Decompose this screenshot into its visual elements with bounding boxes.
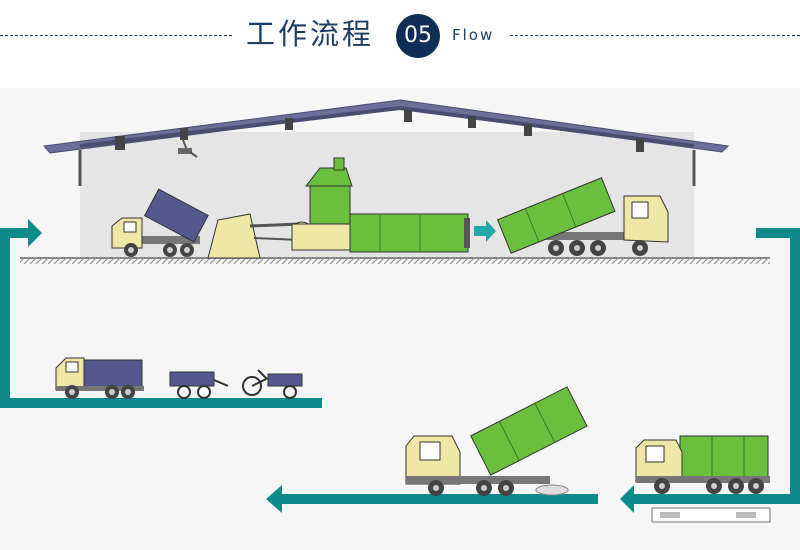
- overhead-crane-icon: [178, 139, 198, 158]
- page-title: 工作流程: [246, 17, 375, 51]
- roof-bracket: [524, 124, 532, 136]
- roof-bracket: [404, 110, 412, 122]
- dump-truck-icon: [111, 188, 209, 257]
- tricycle-cart-icon: [242, 369, 303, 399]
- roof-bracket: [115, 136, 125, 150]
- flow-arrow-icon: [474, 220, 496, 242]
- dumped-waste: [535, 484, 569, 496]
- weighbridge: [651, 507, 771, 523]
- compactor-container: [349, 213, 469, 253]
- hook-lift-truck-icon: [496, 177, 669, 256]
- feed-hopper: [207, 213, 261, 259]
- roof-bracket: [285, 118, 293, 130]
- hook-lift-truck-icon: [635, 435, 771, 523]
- page-subtitle: Flow: [452, 26, 495, 44]
- flow-arrow-icon: [266, 485, 598, 513]
- roof-bracket: [468, 116, 476, 128]
- dump-truck-icon: [55, 357, 144, 399]
- building-roof: [43, 99, 730, 154]
- header-divider-left: [0, 35, 232, 36]
- compactor-machine-icon: [207, 157, 470, 259]
- hand-cart-icon: [169, 371, 229, 399]
- flow-arrow-icon: [620, 228, 800, 513]
- hook-lift-truck-icon: [405, 386, 588, 496]
- step-number-badge: 05: [396, 14, 440, 58]
- roof-bracket: [180, 128, 188, 140]
- ground-hatch: [20, 258, 770, 264]
- flow-arrow-icon: [0, 219, 322, 408]
- header-divider-right: [510, 35, 800, 36]
- roof-bracket: [636, 138, 644, 152]
- compactor-tower: [309, 185, 351, 227]
